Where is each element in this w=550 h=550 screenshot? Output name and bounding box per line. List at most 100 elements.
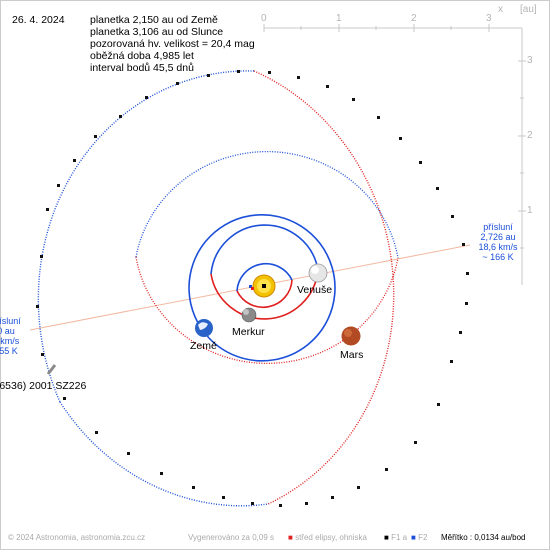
aphelion-title: přísluní xyxy=(0,316,21,326)
position-marker xyxy=(436,187,439,190)
sun xyxy=(252,274,276,298)
position-marker xyxy=(466,272,469,275)
info-line: pozorovaná hv. velikost = 20,4 mag xyxy=(90,38,255,50)
position-marker xyxy=(279,504,282,507)
y-tick-label: 1 xyxy=(527,205,533,216)
position-marker xyxy=(95,431,98,434)
position-marker xyxy=(222,496,225,499)
position-marker xyxy=(40,255,43,258)
perihelion-distance: 2,726 au xyxy=(480,232,516,242)
perihelion-title: přísluní xyxy=(483,222,513,232)
x-tick-label: 3 xyxy=(486,13,492,24)
mars-label: Mars xyxy=(340,349,364,361)
position-marker xyxy=(377,116,380,119)
earth-clouds xyxy=(198,322,208,330)
axis-unit-label: [au] xyxy=(520,4,537,15)
x-tick-label: 2 xyxy=(411,13,417,24)
asteroid-position-markers xyxy=(36,70,469,507)
ellipse-center-marker xyxy=(251,287,254,290)
position-marker xyxy=(41,353,44,356)
asteroid-icon xyxy=(46,364,57,375)
asteroid-orbit-above xyxy=(253,70,395,505)
position-marker xyxy=(176,82,179,85)
position-marker xyxy=(451,215,454,218)
position-marker xyxy=(73,159,76,162)
position-marker xyxy=(160,472,163,475)
position-marker xyxy=(119,115,122,118)
position-marker xyxy=(63,397,66,400)
aphelion-info: přísluní 0 au 3 km/s 155 K xyxy=(0,316,34,356)
axis-corner-label: x xyxy=(498,4,503,15)
center-legend-text: střed elipsy, ohniska xyxy=(295,533,367,542)
footer-legend-f2: ■ F2 xyxy=(411,533,428,542)
mars-orbit-bottom xyxy=(135,256,399,364)
mars-orbit-top xyxy=(135,151,399,259)
venus-planet xyxy=(308,263,328,283)
position-marker xyxy=(437,403,440,406)
asteroid-label: (46536) 2001 SZ226 xyxy=(0,380,87,392)
aphelion-distance: 0 au xyxy=(0,326,15,336)
position-marker xyxy=(305,502,308,505)
y-tick-label: 2 xyxy=(527,130,533,141)
position-marker xyxy=(207,74,210,77)
aphelion-speed: 3 km/s xyxy=(0,336,20,346)
info-line: oběžná doba 4,985 let xyxy=(90,50,194,62)
asteroid-marker-body xyxy=(46,364,57,375)
position-marker xyxy=(192,486,195,489)
aphelion-temp: 155 K xyxy=(0,346,18,356)
venus-label: Venuše xyxy=(297,284,333,296)
venus-orbit-bottom xyxy=(210,269,319,320)
mars-planet xyxy=(341,326,361,346)
footer-scale: Měřítko : 0,0134 au/bod xyxy=(441,533,526,542)
f2-legend-text: F2 xyxy=(418,533,428,542)
position-marker xyxy=(326,85,329,88)
position-marker xyxy=(127,452,130,455)
x-tick-label: 1 xyxy=(336,13,342,24)
info-block: planetka 2,150 au od Země planetka 3,106… xyxy=(90,14,255,74)
position-marker xyxy=(465,302,468,305)
date-label: 26. 4. 2024 xyxy=(12,14,65,26)
position-marker xyxy=(414,441,417,444)
perihelion-temp: ~ 166 K xyxy=(482,252,514,262)
position-marker xyxy=(331,496,334,499)
position-marker xyxy=(419,161,422,164)
position-marker xyxy=(385,468,388,471)
x-tick-label: 0 xyxy=(261,13,267,24)
focus-f2-marker xyxy=(249,285,252,288)
mercury-orbit-bottom xyxy=(236,279,293,309)
position-marker xyxy=(237,70,240,73)
f1-legend-text: F1 a xyxy=(391,533,408,542)
position-marker xyxy=(352,98,355,101)
position-marker xyxy=(36,305,39,308)
position-marker xyxy=(268,71,271,74)
position-marker xyxy=(145,96,148,99)
info-line: planetka 2,150 au od Země xyxy=(90,14,218,26)
focus-f1-marker xyxy=(262,284,266,288)
mercury-label: Merkur xyxy=(232,326,265,338)
position-marker xyxy=(450,360,453,363)
footer-legend-center: ■ střed elipsy, ohniska xyxy=(288,533,367,542)
position-marker xyxy=(462,243,465,246)
earth-label: Země xyxy=(190,340,217,352)
info-line: interval bodů 45,5 dnů xyxy=(90,62,194,74)
position-marker xyxy=(251,502,254,505)
perihelion-speed: 18,6 km/s xyxy=(478,242,518,252)
asteroid-orbit-lower xyxy=(59,401,269,507)
position-marker xyxy=(94,135,97,138)
info-line: planetka 3,106 au od Slunce xyxy=(90,26,224,38)
perihelion-info: přísluní 2,726 au 18,6 km/s ~ 166 K xyxy=(470,222,526,262)
axes xyxy=(263,24,526,285)
mercury-orbit-top xyxy=(236,262,293,292)
mercury-highlight xyxy=(243,309,249,315)
position-marker xyxy=(357,486,360,489)
footer-generated: Vygenerováno za 0,09 s xyxy=(188,533,274,542)
position-marker xyxy=(399,137,402,140)
position-marker xyxy=(46,208,49,211)
venus-orbit-top xyxy=(210,224,319,275)
footer-legend-f1: ■ F1 a xyxy=(384,533,408,542)
footer-copyright: © 2024 Astronomia, astronomia.zcu.cz xyxy=(8,533,146,542)
position-marker xyxy=(459,331,462,334)
asteroid-orbit-below xyxy=(37,70,255,403)
y-tick-label: 3 xyxy=(527,55,533,66)
